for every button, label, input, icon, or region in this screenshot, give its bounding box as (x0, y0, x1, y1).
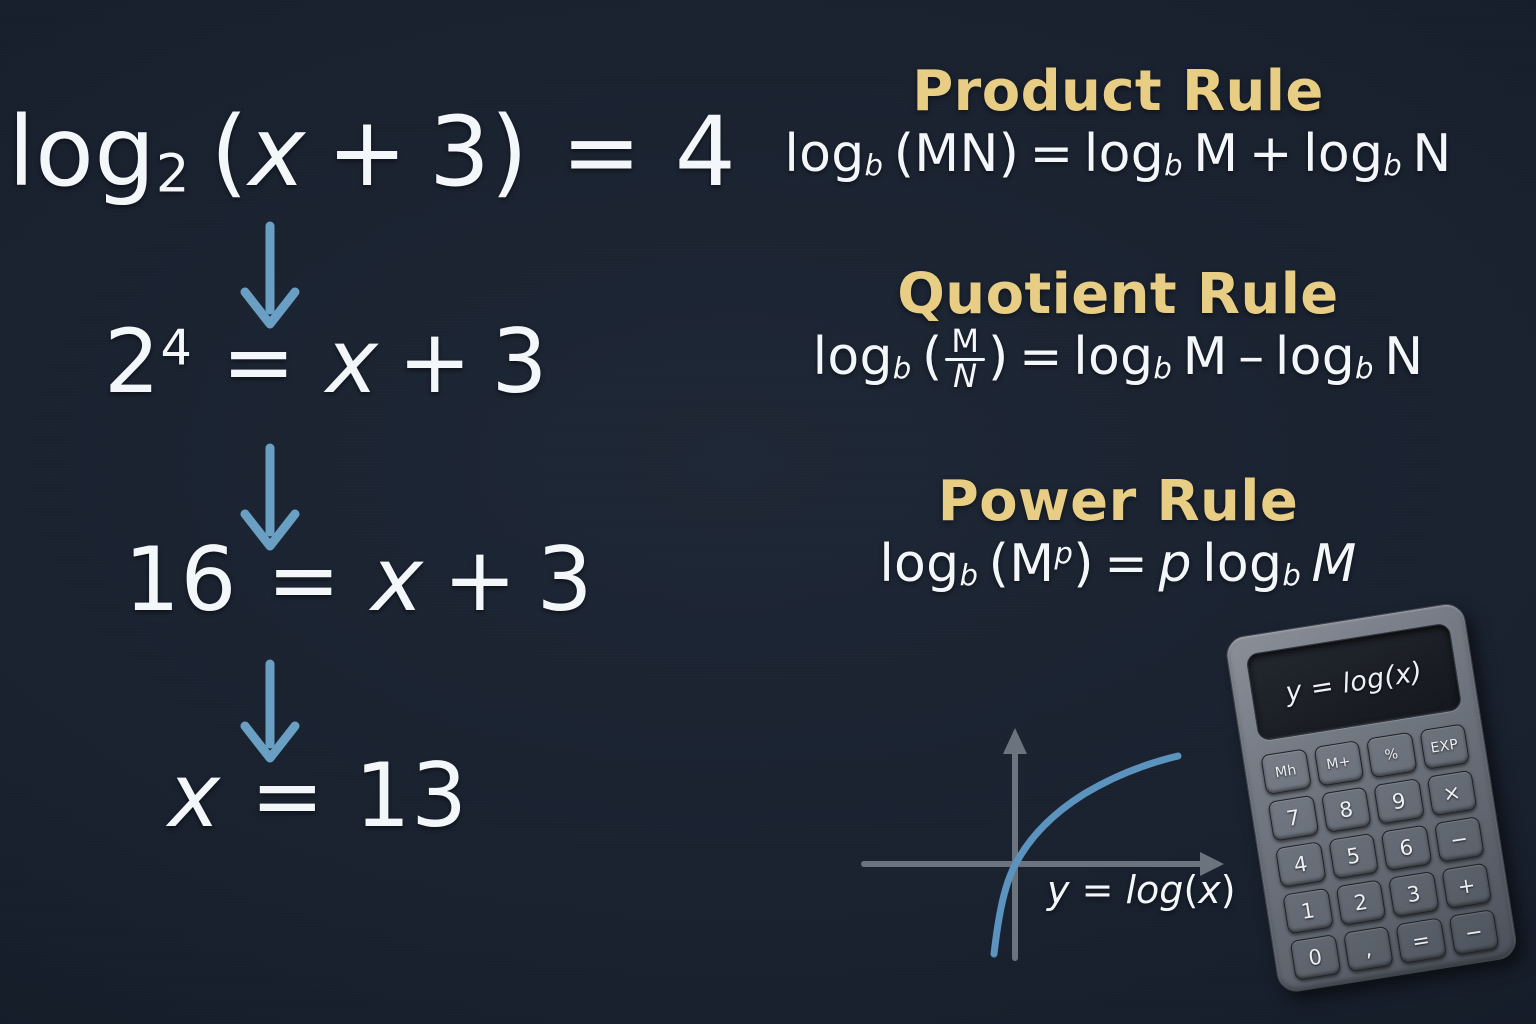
calc-key-0[interactable]: 0 (1289, 934, 1341, 981)
solution-chain: log2(x+3)=4 24=x+3 16=x+3 x=13 (0, 96, 736, 916)
calc-key-5[interactable]: 5 (1327, 832, 1380, 880)
axis-arrow-right-icon (1200, 852, 1224, 876)
fraction-numerator: M (951, 322, 980, 361)
calc-key-plus[interactable]: + (1440, 862, 1493, 910)
calc-key-equals[interactable]: = (1395, 917, 1447, 965)
rule-title-product: Product Rule (912, 59, 1324, 124)
arrow-down-icon (240, 659, 300, 763)
calc-key-percent[interactable]: % (1365, 731, 1418, 779)
calc-key-8[interactable]: 8 (1320, 786, 1372, 834)
calc-key-mh[interactable]: Mh (1260, 748, 1312, 796)
fraction-denominator: N (953, 356, 978, 395)
log-curve (990, 752, 1182, 958)
calc-key-7[interactable]: 7 (1267, 794, 1319, 842)
calculator[interactable]: y = log(x) Mh M+ % EXP 7 8 9 × 4 5 6 − 1… (1208, 588, 1536, 1024)
calc-key-1[interactable]: 1 (1282, 887, 1334, 935)
calculator-body: y = log(x) Mh M+ % EXP 7 8 9 × 4 5 6 − 1… (1223, 600, 1519, 995)
calc-key-minus-lower[interactable]: − (1448, 909, 1500, 956)
calculator-keypad[interactable]: Mh M+ % EXP 7 8 9 × 4 5 6 − 1 2 3 + 0 , … (1260, 723, 1500, 981)
calc-key-2[interactable]: 2 (1335, 879, 1387, 926)
calculator-screen: y = log(x) (1245, 622, 1463, 742)
fraction-bar (945, 357, 986, 361)
calc-key-4[interactable]: 4 (1274, 841, 1327, 888)
calc-key-9[interactable]: 9 (1373, 778, 1425, 825)
calc-key-minus-upper[interactable]: − (1433, 816, 1485, 863)
equation-step-4: x=13 (168, 744, 468, 847)
equation-step-1: log2(x+3)=4 (8, 96, 737, 208)
rule-title-power: Power Rule (937, 469, 1299, 534)
equation-step-3: 16=x+3 (124, 528, 594, 631)
calc-key-mplus[interactable]: M+ (1313, 740, 1365, 787)
axis-arrow-up-icon (1003, 728, 1027, 754)
rule-title-quotient: Quotient Rule (897, 262, 1339, 327)
equation-step-2: 24=x+3 (104, 310, 548, 413)
calc-key-multiply[interactable]: × (1426, 769, 1478, 817)
log-function-graph (861, 728, 1224, 961)
calc-key-comma[interactable]: , (1342, 925, 1394, 973)
arrow-down-icon (240, 443, 300, 551)
calc-key-3[interactable]: 3 (1388, 870, 1440, 918)
arrow-down-icon (240, 221, 300, 329)
calc-key-exp[interactable]: EXP (1418, 723, 1471, 770)
calculator-display-text: y = log(x) (1283, 655, 1425, 709)
graph-label: y = log(x) (1047, 868, 1236, 912)
calc-key-6[interactable]: 6 (1380, 824, 1432, 872)
